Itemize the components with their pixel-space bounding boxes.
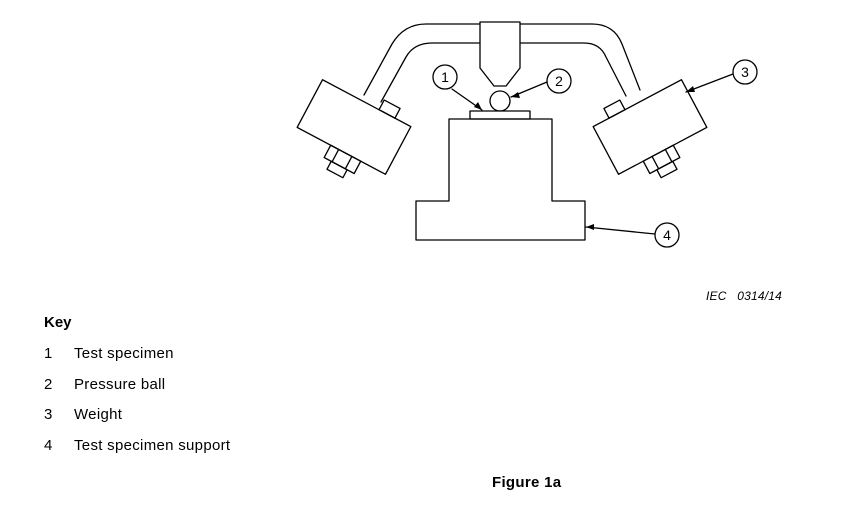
test-specimen-support: [415, 118, 586, 241]
key-item-label: Test specimen support: [74, 436, 231, 454]
key-item-label: Pressure ball: [74, 375, 166, 393]
test-specimen: [469, 110, 531, 120]
key-title: Key: [44, 314, 72, 331]
leader-arrow-1: [474, 102, 482, 110]
hanger-frame-inner: [380, 42, 627, 103]
key-item: 4 Test specimen support: [44, 437, 230, 468]
left-weight: [296, 79, 412, 179]
right-weight: [592, 79, 708, 179]
leader-arrow-2: [511, 92, 520, 98]
callout-label-2: 2: [555, 73, 563, 89]
hanger-frame-outer: [363, 23, 641, 96]
pressure-ball: [489, 90, 511, 112]
callout-circle-3: [732, 59, 758, 85]
key-item: 2 Pressure ball: [44, 376, 230, 407]
leader-line-4: [585, 226, 656, 235]
key-item-label: Weight: [74, 406, 123, 423]
callout-label-4: 4: [663, 227, 671, 243]
key-item: 1 Test specimen: [44, 345, 230, 376]
key-item-number: 1: [44, 345, 53, 362]
key-list: 1 Test specimen 2 Pressure ball 3 Weight 4 T…: [44, 345, 230, 467]
key-item-label: Test specimen: [74, 345, 174, 362]
leader-arrow-3: [686, 86, 695, 92]
source-reference: IEC 0314/14: [706, 289, 782, 303]
callout-label-3: 3: [741, 64, 749, 80]
key-item-number: 2: [44, 375, 53, 393]
key-item: 3 Weight: [44, 406, 230, 437]
key-item-number: 3: [44, 406, 53, 423]
callout-circle-4: [654, 222, 680, 248]
leader-arrow-4: [586, 224, 594, 230]
callout-label-1: 1: [441, 69, 449, 85]
callout-circle-1: [432, 64, 458, 90]
key-item-number: 4: [44, 436, 53, 454]
callout-circle-2: [546, 68, 572, 94]
plunger-holder: [479, 21, 521, 87]
figure-caption: Figure 1a: [492, 474, 562, 491]
